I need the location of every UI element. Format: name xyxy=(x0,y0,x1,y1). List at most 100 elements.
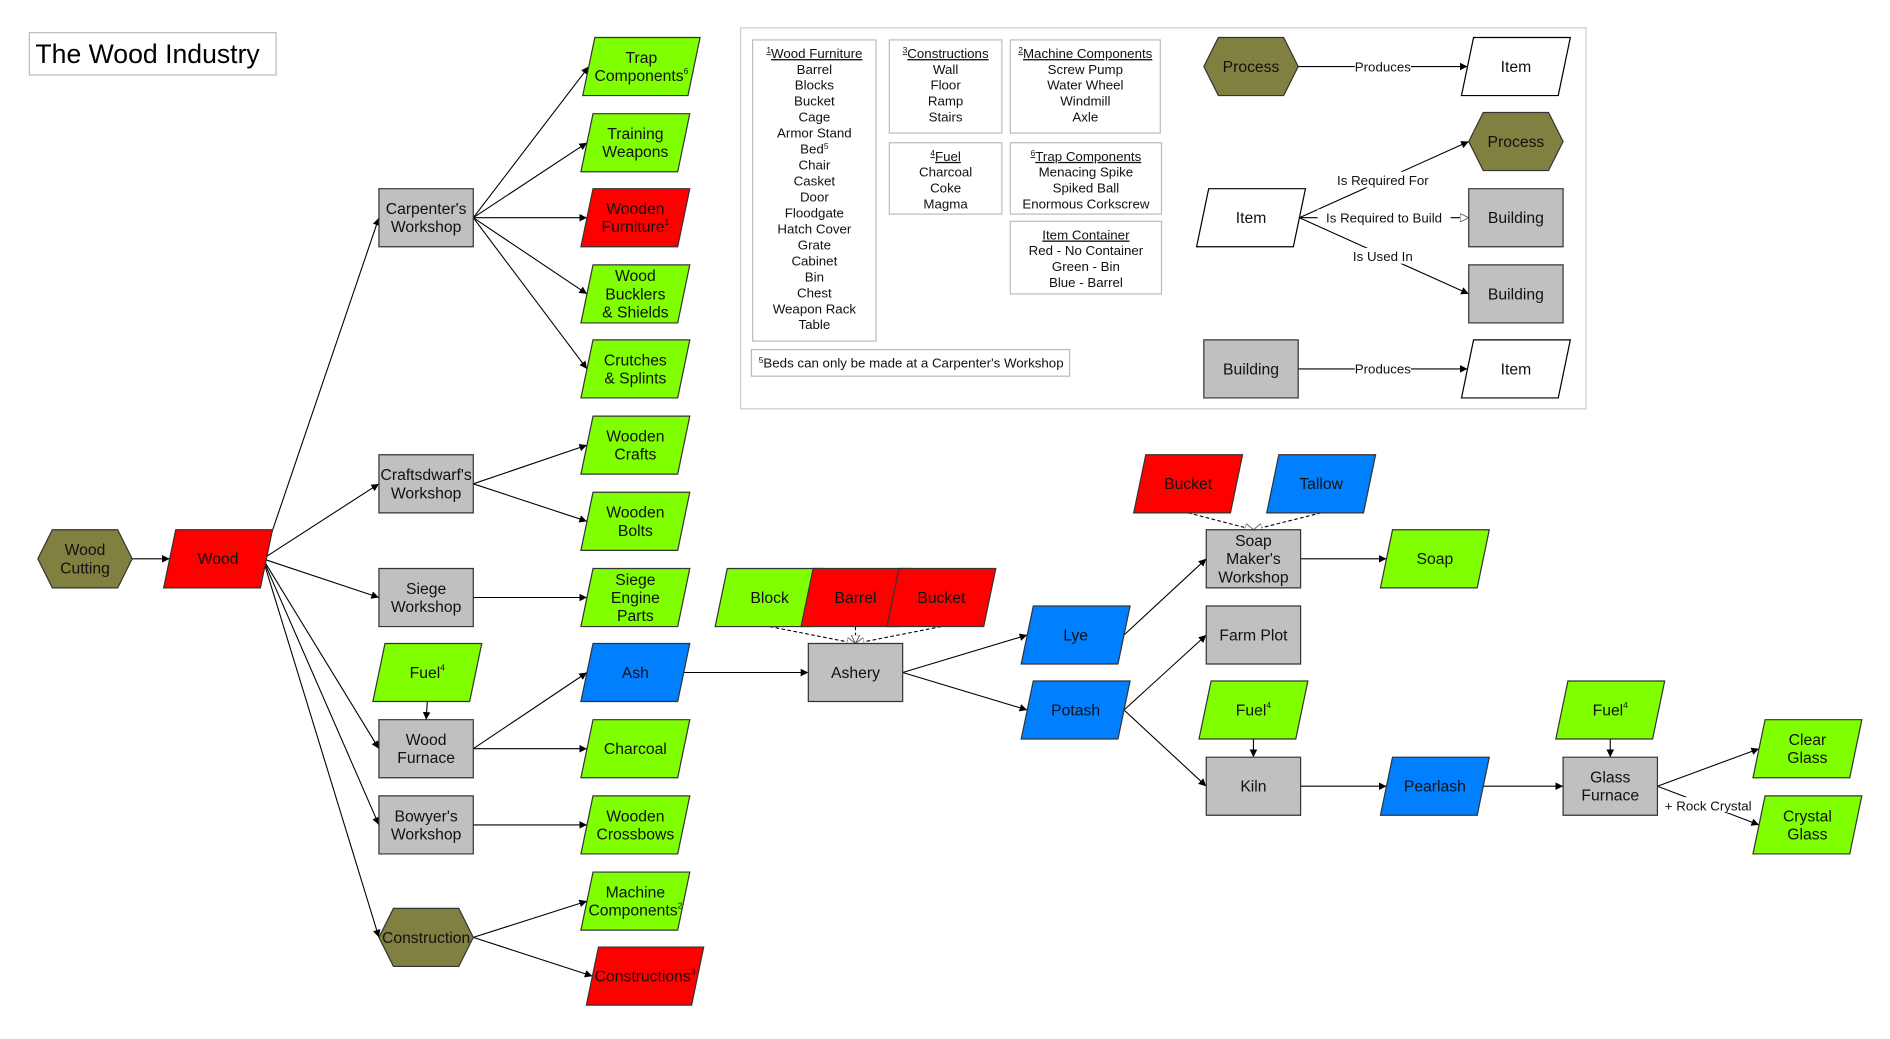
node-label: Wood xyxy=(406,732,447,749)
legend-list-item: Water Wheel xyxy=(1047,78,1123,93)
node-label: Furnace xyxy=(397,750,455,767)
legend-list-item: Cage xyxy=(798,110,830,125)
node-label: Clear xyxy=(1789,732,1827,749)
node-label: Components6 xyxy=(594,66,688,85)
edge-label: Produces xyxy=(1355,59,1412,74)
edge-wood-to-siege xyxy=(262,558,380,599)
node-label: Workshop xyxy=(391,219,462,236)
legend-list-item: Barrel xyxy=(797,62,833,77)
edge-ashery-to-potash xyxy=(902,671,1028,712)
node-label: Pearlash xyxy=(1404,779,1466,796)
node-constructions: Constructions3 xyxy=(585,946,705,1006)
node-label: Bolts xyxy=(618,523,653,540)
node-label: Siege xyxy=(406,581,446,598)
rect-shape xyxy=(1205,605,1302,665)
edge-bucket1-to-ashery xyxy=(855,626,942,644)
node-label: Workshop xyxy=(391,485,462,502)
legend-list-item: Charcoal xyxy=(919,165,972,180)
para-shape xyxy=(886,567,997,628)
node-soap: Soap xyxy=(1379,529,1491,589)
footnote-marker: 4 xyxy=(1266,700,1271,710)
para-shape xyxy=(580,642,691,703)
edge-wood-to-furnace xyxy=(262,558,380,749)
edge-glassfurnace-to-clearglass xyxy=(1657,747,1760,787)
node-label: Building xyxy=(1223,361,1279,378)
node-label: Cutting xyxy=(60,560,110,577)
node-charcoal: Charcoal xyxy=(580,719,691,779)
edge-construction-to-machine xyxy=(473,899,588,938)
node-label: Fuel4 xyxy=(410,663,446,682)
node-label: Bucket xyxy=(917,590,966,607)
node-potash: Potash xyxy=(1020,680,1131,740)
node-fuel3: Fuel4 xyxy=(1555,680,1666,740)
edge-wood-to-bowyer xyxy=(262,558,380,826)
footnote-marker: 2 xyxy=(1018,45,1023,55)
rect-shape xyxy=(1205,529,1302,589)
para-shape xyxy=(162,529,274,589)
node-label: Crafts xyxy=(614,447,656,464)
legend-list-title: 4Fuel xyxy=(930,148,961,164)
legend-list-item: Spiked Ball xyxy=(1053,181,1120,196)
node-label: Workshop xyxy=(1218,569,1289,586)
edge-label: Produces xyxy=(1355,362,1412,377)
node-label: Trap xyxy=(626,50,658,67)
node-crutches: Crutches& Splints xyxy=(580,339,691,399)
para-shape xyxy=(580,795,691,855)
node-label: Construction xyxy=(382,930,470,947)
node-label: Workshop xyxy=(391,826,462,843)
rect-shape xyxy=(1203,339,1299,399)
para-shape xyxy=(1460,36,1572,97)
rect-shape xyxy=(378,795,474,855)
legend-list-item: Stairs xyxy=(929,110,963,125)
node-label: Bucklers xyxy=(605,286,665,303)
legend-list-item: Magma xyxy=(923,197,968,212)
para-shape xyxy=(1195,188,1307,248)
node-label: Glass xyxy=(1590,770,1630,787)
node-label: Item xyxy=(1501,361,1532,378)
node-tallow: Tallow xyxy=(1265,454,1377,514)
nodes: WoodCuttingWoodCarpenter'sWorkshopCrafts… xyxy=(37,36,1863,1006)
node-fuel1: Fuel4 xyxy=(372,642,483,703)
edge-furnace-to-ash xyxy=(472,672,588,750)
legend-list-item: Green - Bin xyxy=(1052,259,1120,274)
para-shape xyxy=(372,642,483,703)
node-label: Constructions3 xyxy=(595,966,696,985)
node-block: Block xyxy=(714,567,825,628)
edge-potash-to-kiln xyxy=(1123,709,1207,787)
edge-label: Is Required to Build xyxy=(1326,211,1442,226)
legend-list-item: Floodgate xyxy=(785,205,844,220)
node-ashery: Ashery xyxy=(807,642,904,703)
hex-shape xyxy=(37,529,133,589)
legend-list-title: 1Wood Furniture xyxy=(766,45,862,61)
legend-list-item: Cabinet xyxy=(791,253,837,268)
node-label: Charcoal xyxy=(604,741,667,758)
node-label: Barrel xyxy=(835,590,877,607)
node-fuel2: Fuel4 xyxy=(1198,680,1309,740)
para-shape xyxy=(580,719,691,779)
footnote-marker: 4 xyxy=(440,663,445,673)
node-k-item3: Item xyxy=(1460,339,1572,399)
footnote-marker: 3 xyxy=(903,45,908,55)
legend-list-title: Item Container xyxy=(1042,227,1130,242)
edge-label-bg xyxy=(1348,247,1418,264)
legend-list-item: Grate xyxy=(798,237,831,252)
legend-list-item: Casket xyxy=(794,174,836,189)
legend-list-item: Bed5 xyxy=(800,141,829,157)
edge-craftsdwarf-to-crafts xyxy=(473,443,588,485)
legend-list-item: Blocks xyxy=(795,78,835,93)
node-label: Carpenter's xyxy=(386,201,467,218)
legend-list-title: 3Constructions xyxy=(903,45,989,61)
node-label: Crossbows xyxy=(596,826,674,843)
legend-list-item: Bucket xyxy=(794,94,835,109)
